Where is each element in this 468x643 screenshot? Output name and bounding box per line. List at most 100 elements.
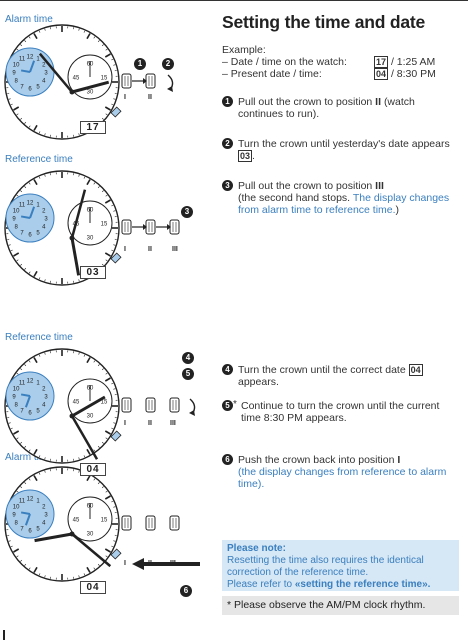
push-arrow-icon — [132, 558, 144, 570]
subdial-number: 1 — [36, 381, 40, 387]
tick-mark — [113, 244, 116, 246]
crown-icon — [121, 73, 132, 89]
tick-mark — [24, 267, 27, 270]
tick-mark — [97, 482, 100, 485]
tick-mark — [20, 263, 23, 266]
subdial-number: 2 — [42, 209, 46, 215]
tick-mark — [44, 28, 46, 31]
top-rule — [0, 0, 468, 1]
tick-mark — [20, 368, 23, 371]
date-window: 04 — [80, 463, 106, 476]
position-label: II — [148, 560, 152, 567]
chrono-number: 30 — [87, 236, 94, 242]
note-link[interactable]: «setting the reference time». — [294, 579, 431, 590]
tick-mark — [97, 563, 100, 566]
step-3: 3 Pull out the crown to position III(the… — [222, 180, 458, 216]
tick-mark — [104, 430, 111, 435]
tick-mark — [20, 441, 23, 444]
step-6: 6 Push the crown back into position I(th… — [222, 454, 458, 490]
tick-mark — [113, 422, 116, 424]
subdial-hand — [29, 60, 36, 73]
step-text: Turn the crown until yesterday's date ap… — [238, 138, 450, 150]
tick-mark — [111, 204, 114, 207]
watch-illustration: 12123456789101160153045 — [4, 348, 196, 464]
step-text-cont: (the second hand stops. — [238, 192, 351, 204]
chrono-number: 30 — [87, 414, 94, 420]
hand-pivot — [69, 413, 75, 419]
pusher-button — [110, 252, 122, 264]
subdial-number: 10 — [13, 505, 20, 511]
tick-mark — [83, 455, 86, 458]
tick-mark — [78, 352, 80, 355]
subdial-number: 8 — [14, 79, 18, 85]
tick-mark — [93, 182, 96, 185]
minute-hand — [71, 533, 112, 568]
tick-mark — [24, 563, 27, 566]
hand-pivot — [69, 89, 75, 95]
tick-mark — [38, 455, 41, 458]
step-number: 2 — [222, 138, 233, 149]
position-label: III — [170, 420, 176, 427]
tick-mark — [38, 277, 41, 280]
step-number: 1 — [222, 96, 233, 107]
illustration-label: Reference time — [5, 332, 73, 343]
tick-mark — [24, 482, 27, 485]
tick-mark — [78, 470, 80, 473]
subdial-number: 8 — [14, 403, 18, 409]
tick-mark — [93, 478, 96, 481]
tick-mark — [113, 388, 116, 390]
position-label: I — [124, 560, 126, 567]
tick-mark — [16, 259, 19, 262]
crown-icon — [145, 515, 156, 531]
subdial-number: 7 — [20, 230, 24, 236]
subdial-number: 5 — [36, 408, 40, 414]
date-box: 17 — [374, 56, 389, 68]
tick-mark — [13, 106, 20, 111]
tick-mark — [101, 368, 104, 371]
example-row-present-label: – Present date / time: — [222, 68, 322, 80]
subdial-hand — [20, 69, 31, 73]
tick-mark — [24, 364, 27, 367]
subdial-hand — [24, 395, 31, 408]
tick-mark — [10, 249, 13, 252]
watch-illustration: 12123456789101160153045 — [4, 170, 180, 286]
tick-mark — [28, 36, 31, 39]
note-box: Please note: Resetting the time also req… — [222, 540, 459, 591]
tick-mark — [105, 437, 108, 440]
tick-mark — [28, 271, 31, 274]
crown-icon — [145, 219, 156, 235]
subdial-number: 2 — [42, 63, 46, 69]
pusher-button — [110, 106, 122, 118]
tick-mark — [33, 179, 38, 186]
rotate-arrow-icon — [189, 410, 195, 416]
subdial-number: 11 — [19, 203, 26, 209]
tick-mark — [86, 33, 91, 40]
tick-mark — [93, 360, 96, 363]
subdial-number: 2 — [42, 387, 46, 393]
illustration-label: Alarm time — [5, 452, 53, 463]
date-box: 04 — [408, 364, 423, 376]
subdial-number: 9 — [12, 217, 16, 223]
tick-mark — [104, 377, 111, 382]
chrono-number: 15 — [101, 76, 108, 82]
tick-mark — [38, 573, 41, 576]
tick-mark — [105, 372, 108, 375]
crown-icon — [121, 515, 132, 531]
step-position: II — [375, 96, 382, 108]
tick-mark — [101, 117, 104, 120]
hour-hand — [70, 237, 81, 276]
tick-mark — [20, 117, 23, 120]
subdial-number: 12 — [27, 55, 34, 61]
step-blue-text: The display changes from alarm time to r… — [238, 192, 450, 216]
example-row-present-value: 04 / 8:30 PM — [374, 68, 436, 80]
tick-mark — [111, 58, 114, 61]
subdial-number: 11 — [19, 57, 26, 63]
tick-mark — [16, 194, 19, 197]
tick-mark — [78, 28, 80, 31]
step-number: 6 — [222, 454, 233, 465]
tick-mark — [78, 575, 80, 578]
tick-mark — [104, 53, 111, 58]
subdial-number: 4 — [42, 225, 46, 231]
subdial-number: 3 — [44, 71, 48, 77]
tick-mark — [101, 263, 104, 266]
